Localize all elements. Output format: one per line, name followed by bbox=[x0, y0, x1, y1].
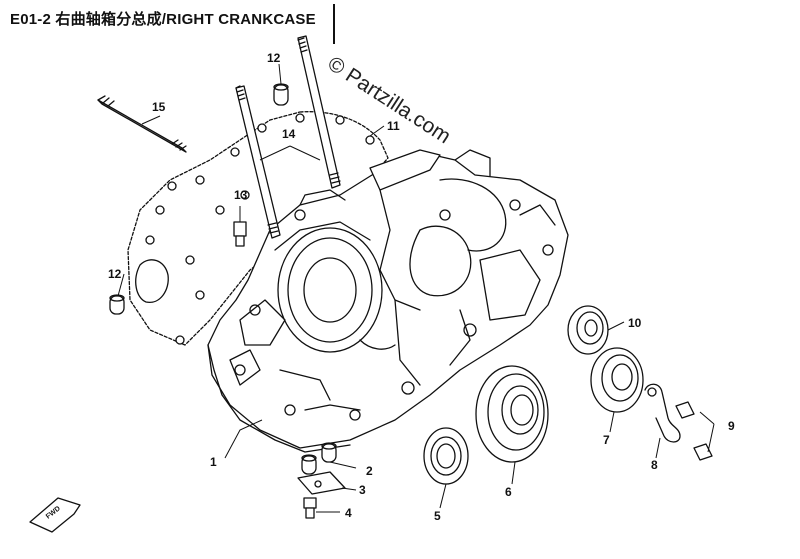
bearing-part-7 bbox=[590, 347, 644, 413]
callout-12-left: 12 bbox=[108, 267, 122, 281]
callout-13: 13 bbox=[234, 188, 248, 202]
fwd-arrow-icon bbox=[29, 497, 81, 533]
page-title: E01-2 右曲轴箱分总成/RIGHT CRANKCASE bbox=[10, 11, 316, 28]
stud-part-14 bbox=[235, 35, 341, 239]
callout-labels: 1 2 3 4 5 6 7 8 9 10 11 12 12 13 14 15 F… bbox=[45, 51, 735, 523]
callout-12-top: 12 bbox=[267, 51, 281, 65]
screw-part-9 bbox=[675, 401, 713, 461]
callout-2: 2 bbox=[366, 464, 373, 478]
callout-15: 15 bbox=[152, 100, 166, 114]
bearing-part-6 bbox=[475, 365, 549, 463]
callout-6: 6 bbox=[505, 485, 512, 499]
callout-11: 11 bbox=[387, 119, 400, 133]
callout-14: 14 bbox=[282, 127, 296, 141]
dowel-part-2 bbox=[301, 442, 337, 475]
seal-part-5 bbox=[423, 427, 469, 485]
stud-part-15 bbox=[97, 95, 187, 153]
plate-part-3 bbox=[297, 471, 346, 495]
bearing-part-10 bbox=[567, 305, 609, 355]
callout-3: 3 bbox=[359, 483, 366, 497]
leader-lines bbox=[117, 63, 715, 513]
callout-4: 4 bbox=[345, 506, 352, 520]
title-divider bbox=[333, 4, 335, 44]
crankcase-part-1 bbox=[207, 149, 569, 453]
callout-7: 7 bbox=[603, 433, 610, 447]
bolt-part-4 bbox=[303, 497, 317, 519]
callout-9: 9 bbox=[728, 419, 735, 433]
callout-5: 5 bbox=[434, 509, 441, 523]
callout-8: 8 bbox=[651, 458, 658, 472]
bolt-part-13 bbox=[233, 221, 247, 247]
callout-10: 10 bbox=[628, 316, 642, 330]
callout-1: 1 bbox=[210, 455, 217, 469]
retainer-part-8 bbox=[644, 383, 681, 443]
